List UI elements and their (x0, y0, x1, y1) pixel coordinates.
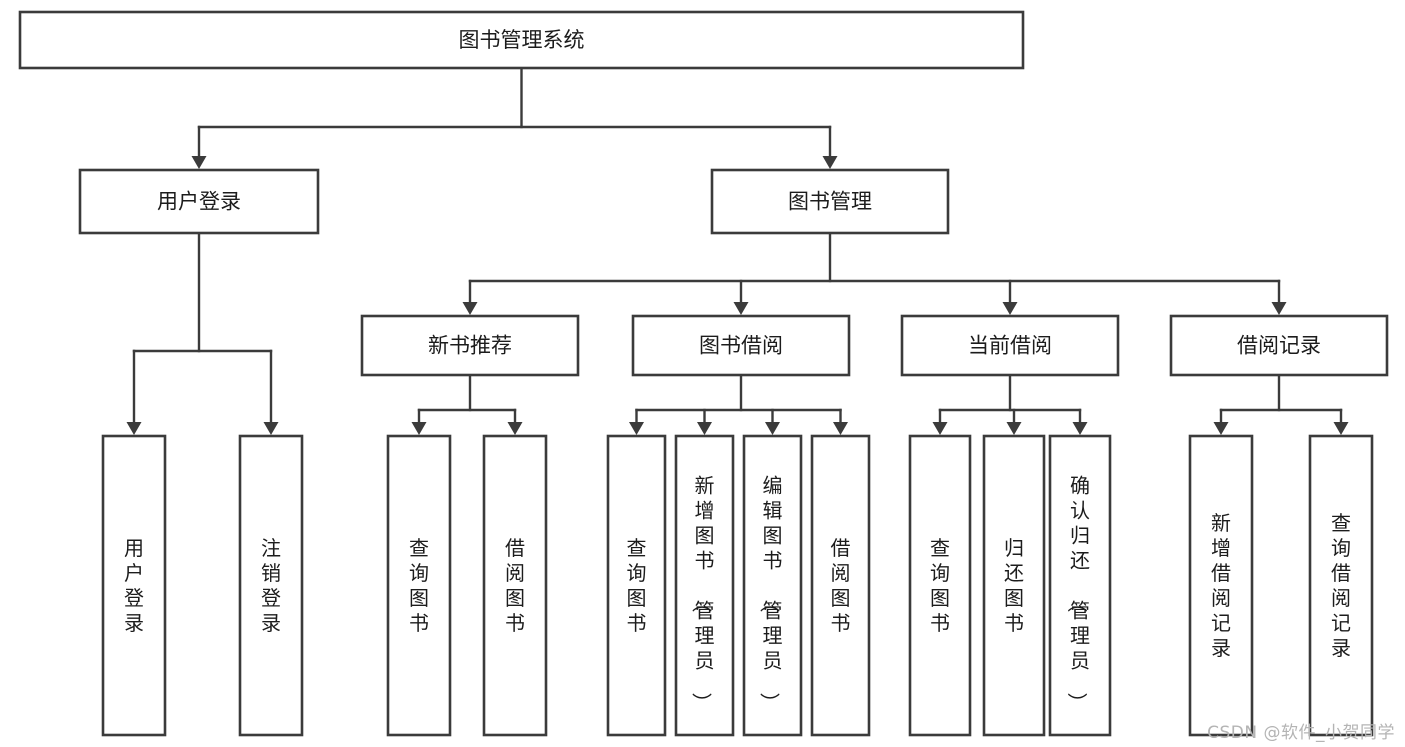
node-label: 新书推荐 (428, 334, 512, 358)
node-label: 借阅记录 (1237, 334, 1321, 358)
node-label: 查询图书 (627, 536, 647, 635)
node-label: 用户登录 (124, 536, 144, 635)
arrow-head-icon (1072, 422, 1088, 435)
arrow-head-icon (411, 422, 427, 435)
arrow-head-icon (765, 422, 780, 435)
arrow-head-icon (629, 422, 644, 435)
nodes-layer: 图书管理系统用户登录图书管理新书推荐图书借阅当前借阅借阅记录用户登录注销登录查询… (18, 10, 1389, 737)
node-label: 图书管理 (788, 190, 872, 214)
node-leaf-add-book[interactable]: 新增图书（管理员） (674, 434, 735, 737)
node-box (900, 314, 1120, 377)
node-box (78, 168, 320, 235)
node-leaf-rec-query-book[interactable]: 查询图书 (386, 434, 452, 737)
node-label: 归还图书 (1004, 536, 1024, 635)
node-box (606, 434, 667, 737)
node-box (1188, 434, 1254, 737)
node-book-management[interactable]: 图书管理 (710, 168, 950, 235)
watermark-label: CSDN @软件_小贺同学 (1207, 723, 1395, 743)
node-box (1169, 314, 1389, 377)
arrow-head-icon (822, 156, 838, 169)
node-box (482, 434, 548, 737)
arrow-head-icon (1002, 302, 1018, 315)
connectors-layer (126, 66, 1349, 435)
node-leaf-return-book[interactable]: 归还图书 (982, 434, 1046, 737)
arrow-head-icon (833, 422, 848, 435)
node-leaf-rec-borrow-book[interactable]: 借阅图书 (482, 434, 548, 737)
node-label: 新增图书（管理员） (690, 474, 715, 713)
node-book-borrow[interactable]: 图书借阅 (631, 314, 851, 377)
node-leaf-user-logout[interactable]: 注销登录 (238, 434, 304, 737)
node-leaf-confirm-return[interactable]: 确认归还（管理员） (1048, 434, 1112, 737)
arrow-head-icon (1006, 422, 1022, 435)
node-borrow-record[interactable]: 借阅记录 (1169, 314, 1389, 377)
node-box (742, 434, 803, 737)
arrow-head-icon (1271, 302, 1287, 315)
node-leaf-query-record[interactable]: 查询借阅记录 (1308, 434, 1374, 737)
node-root[interactable]: 图书管理系统 (18, 10, 1025, 70)
node-box (908, 434, 972, 737)
node-label: 借阅图书 (831, 536, 851, 635)
node-box (710, 168, 950, 235)
node-label: 查询借阅记录 (1331, 511, 1351, 660)
node-leaf-user-login[interactable]: 用户登录 (101, 434, 167, 737)
node-label: 图书借阅 (699, 334, 783, 358)
node-label: 图书管理系统 (459, 28, 585, 52)
node-leaf-edit-book[interactable]: 编辑图书（管理员） (742, 434, 803, 737)
node-label: 借阅图书 (505, 536, 525, 635)
arrow-head-icon (126, 422, 142, 435)
node-box (1308, 434, 1374, 737)
node-label: 新增借阅记录 (1211, 511, 1231, 660)
node-label: 确认归还（管理员） (1065, 474, 1090, 713)
arrow-head-icon (932, 422, 948, 435)
arrow-head-icon (507, 422, 523, 435)
node-user-login[interactable]: 用户登录 (78, 168, 320, 235)
node-label: 注销登录 (261, 536, 281, 635)
node-label: 查询图书 (930, 536, 950, 635)
node-box (982, 434, 1046, 737)
arrow-head-icon (733, 302, 749, 315)
node-label: 当前借阅 (968, 334, 1052, 358)
node-box (674, 434, 735, 737)
node-label: 用户登录 (157, 190, 241, 214)
arrow-head-icon (1333, 422, 1349, 435)
node-leaf-borrow-book[interactable]: 借阅图书 (810, 434, 871, 737)
node-box (18, 10, 1025, 70)
node-leaf-cur-query-book[interactable]: 查询图书 (908, 434, 972, 737)
arrow-head-icon (1213, 422, 1229, 435)
node-current-borrow[interactable]: 当前借阅 (900, 314, 1120, 377)
arrow-head-icon (191, 156, 207, 169)
arrow-head-icon (462, 302, 478, 315)
node-box (810, 434, 871, 737)
node-box (101, 434, 167, 737)
node-box (238, 434, 304, 737)
node-box (386, 434, 452, 737)
arrow-head-icon (263, 422, 279, 435)
node-leaf-borrow-query-book[interactable]: 查询图书 (606, 434, 667, 737)
arrow-head-icon (697, 422, 712, 435)
node-box (360, 314, 580, 377)
node-box (631, 314, 851, 377)
node-label: 编辑图书（管理员） (758, 474, 783, 713)
node-box (1048, 434, 1112, 737)
node-new-book-recommend[interactable]: 新书推荐 (360, 314, 580, 377)
node-leaf-add-record[interactable]: 新增借阅记录 (1188, 434, 1254, 737)
node-label: 查询图书 (409, 536, 429, 635)
